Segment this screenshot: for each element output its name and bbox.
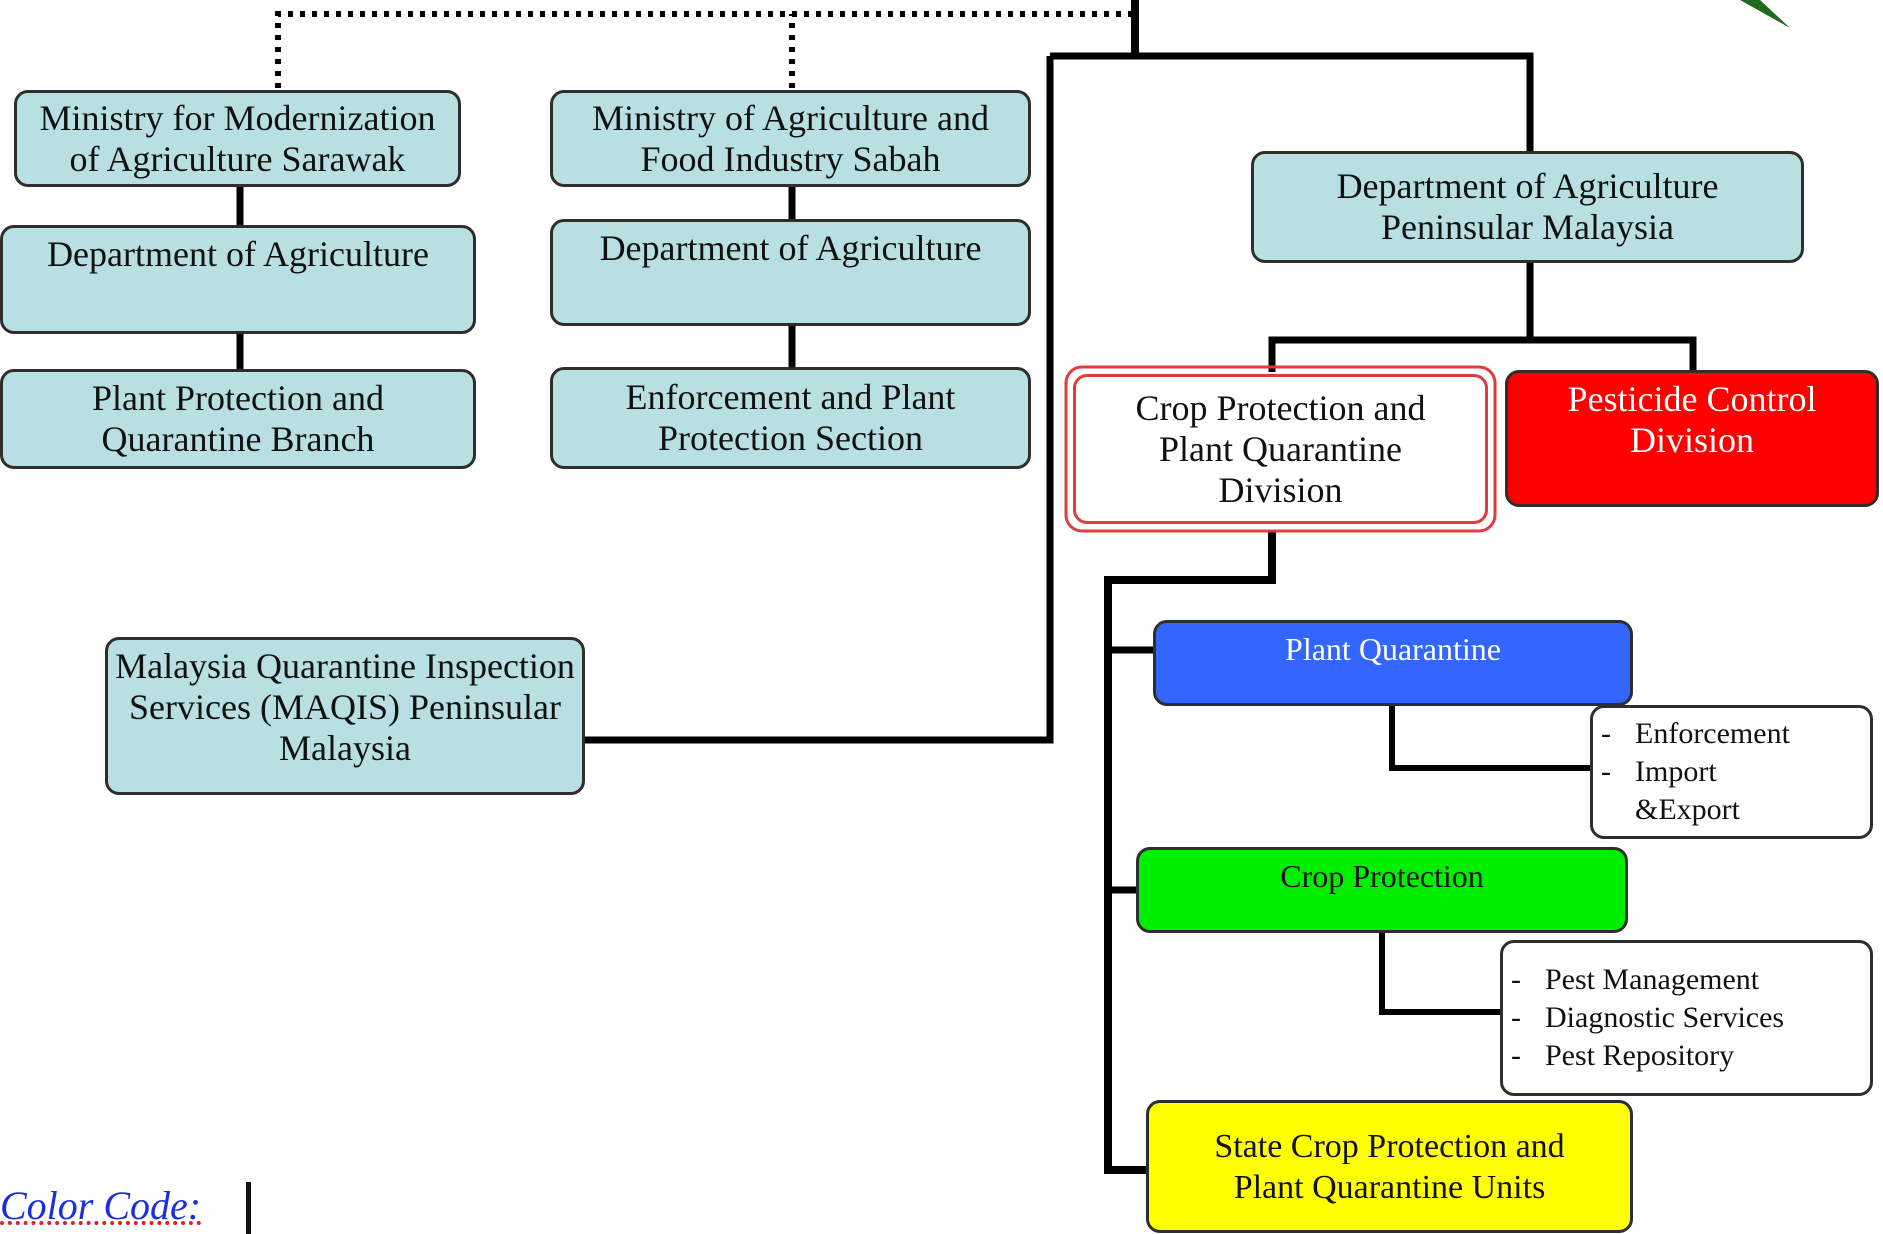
node-line: Protection Section (658, 418, 923, 458)
pq-functions-box: - Enforcement - Import &Export (1590, 705, 1873, 839)
list-item: &Export (1601, 791, 1740, 829)
plant-quarantine-box: Plant Quarantine (1153, 620, 1633, 706)
list-item: - Import (1601, 753, 1717, 791)
sabah-section-box: Enforcement and Plant Protection Section (550, 367, 1031, 469)
node-line: Plant Quarantine (1285, 631, 1501, 667)
color-code-label: Color Code: (0, 1183, 202, 1228)
sarawak-branch-box: Plant Protection and Quarantine Branch (0, 369, 476, 469)
node-line: State Crop Protection and (1214, 1127, 1565, 1165)
sabah-doa-box: Department of Agriculture (550, 219, 1031, 326)
pesticide-division-box: Pesticide Control Division (1505, 370, 1879, 507)
node-line: Malaysia (279, 728, 411, 768)
list-text: &Export (1635, 793, 1740, 826)
list-item: - Diagnostic Services (1511, 999, 1784, 1037)
node-line: Crop Protection (1280, 858, 1484, 894)
list-text: Pest Repository (1545, 1039, 1735, 1072)
solid-connector (1268, 262, 1534, 372)
list-bullet: - (1511, 1039, 1521, 1072)
solid-connector (1379, 933, 1502, 1015)
node-line: Department of Agriculture (47, 234, 429, 274)
sarawak-ministry-box: Ministry for Modernization of Agricultur… (14, 90, 461, 187)
list-item: - Pest Repository (1511, 1037, 1734, 1075)
node-line: Crop Protection and (1135, 387, 1426, 428)
node-line: Food Industry Sabah (640, 138, 941, 179)
node-line: Plant Quarantine Units (1233, 1168, 1546, 1206)
node-line: Ministry for Modernization (39, 97, 436, 138)
list-bullet: - (1511, 1001, 1521, 1034)
node-line: Enforcement and Plant (625, 377, 956, 417)
list-item: - Enforcement (1601, 715, 1790, 753)
solid-connector (1530, 336, 1697, 372)
list-bullet: - (1601, 755, 1611, 788)
list-bullet: - (1511, 963, 1521, 996)
node-line: Division (1629, 420, 1754, 460)
maqis-box: Malaysia Quarantine Inspection Services … (105, 637, 585, 795)
node-line: Services (MAQIS) Peninsular (129, 687, 561, 727)
node-line: Plant Protection and (92, 378, 384, 418)
list-bullet: - (1601, 717, 1611, 750)
node-line: Department of Agriculture (599, 228, 982, 268)
sarawak-doa-box: Department of Agriculture (0, 225, 476, 334)
solid-connector (584, 56, 1054, 744)
crop-division-box: Crop Protection and Plant Quarantine Div… (1073, 374, 1488, 524)
solid-connector (1050, 52, 1534, 152)
leaf-icon (1740, 0, 1790, 28)
node-line: Division (1218, 469, 1343, 510)
list-text: Pest Management (1545, 963, 1760, 996)
node-line: Peninsular Malaysia (1381, 207, 1674, 247)
doa-peninsular-box: Department of Agriculture Peninsular Mal… (1251, 151, 1804, 263)
crop-protection-box: Crop Protection (1136, 847, 1628, 933)
sabah-ministry-box: Ministry of Agriculture and Food Industr… (550, 90, 1031, 187)
list-text: Enforcement (1635, 717, 1790, 750)
list-item: - Pest Management (1511, 961, 1759, 999)
solid-connector (1104, 530, 1276, 1174)
node-line: Department of Agriculture (1336, 166, 1719, 206)
state-units-box: State Crop Protection and Plant Quaranti… (1146, 1100, 1633, 1233)
node-line: of Agriculture Sarawak (69, 138, 406, 179)
dotted-connector (275, 11, 1135, 88)
solid-connector (1389, 705, 1592, 771)
node-line: Pesticide Control (1567, 379, 1817, 419)
node-line: Ministry of Agriculture and (592, 97, 989, 138)
text-cursor (246, 1182, 251, 1234)
node-line: Plant Quarantine (1159, 428, 1402, 469)
list-bullet (1601, 791, 1635, 829)
node-line: Malaysia Quarantine Inspection (115, 646, 575, 686)
node-line: Quarantine Branch (101, 419, 375, 459)
cp-functions-box: - Pest Management - Diagnostic Services … (1500, 940, 1873, 1096)
list-text: Diagnostic Services (1545, 1001, 1785, 1034)
crop-division-outer-border (1064, 365, 1497, 533)
list-text: Import (1635, 755, 1717, 788)
